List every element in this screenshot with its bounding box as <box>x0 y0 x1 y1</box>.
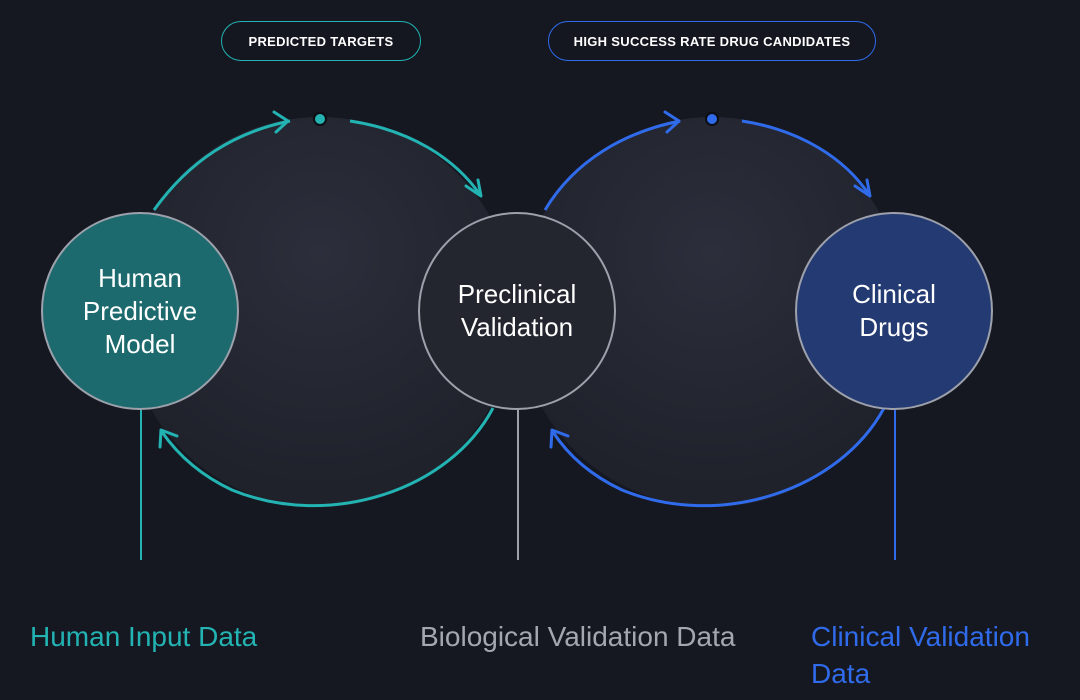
preclinical-validation-label: Preclinical Validation <box>457 279 577 342</box>
loop-disc-left <box>125 117 515 507</box>
arrow-left-top-a <box>272 110 290 134</box>
arrow-right-top-b <box>853 178 872 198</box>
loop-right-dot <box>705 112 719 126</box>
loop-left-top-arc-b <box>349 119 483 197</box>
arrow-right-top-a <box>663 110 681 134</box>
human-predictive-model-node: Human Predictive Model <box>41 212 239 410</box>
loop-right-bottom-arc <box>551 407 886 508</box>
human-predictive-model-label: Human Predictive Model <box>82 262 198 359</box>
arrow-left-top-b <box>464 178 483 198</box>
loop-disc-right <box>517 117 907 507</box>
high-success-pill: HIGH SUCCESS RATE DRUG CANDIDATES <box>548 21 876 61</box>
loop-left-bottom-arc <box>160 407 495 508</box>
clinical-drugs-node: Clinical Drugs <box>795 212 993 410</box>
loop-right-top-arc-a <box>543 119 681 211</box>
loop-left-dot <box>313 112 327 126</box>
arrow-left-bottom <box>158 428 179 449</box>
loop-left-top-arc-a <box>152 119 291 211</box>
clinical-drugs-label: Clinical Drugs <box>852 279 936 342</box>
arrow-right-bottom <box>549 428 570 449</box>
preclinical-validation-node: Preclinical Validation <box>418 212 616 410</box>
predicted-targets-label: PREDICTED TARGETS <box>248 33 394 49</box>
human-input-data-label: Human Input Data <box>30 621 258 652</box>
loop-right-top-arc-b <box>741 119 872 197</box>
predicted-targets-pill: PREDICTED TARGETS <box>221 21 421 61</box>
biological-validation-data-label: Biological Validation Data <box>420 621 736 652</box>
high-success-label: HIGH SUCCESS RATE DRUG CANDIDATES <box>573 33 851 49</box>
clinical-validation-data-label: Clinical Validation Data <box>811 621 1030 689</box>
